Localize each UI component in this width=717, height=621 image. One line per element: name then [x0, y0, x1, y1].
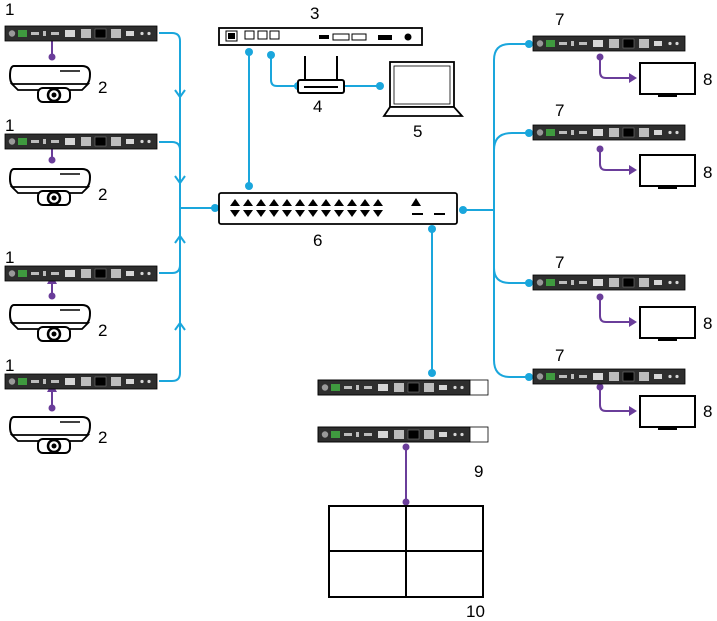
switch-port-icon: [321, 199, 331, 206]
label-encoder: 1: [5, 116, 14, 135]
switch-port-icon: [321, 210, 331, 217]
encoder-device: [4, 25, 158, 42]
switch-port-icon: [243, 210, 253, 217]
decoder-device: [532, 368, 686, 385]
switch-port-icon: [269, 199, 279, 206]
label-router: 4: [313, 97, 322, 116]
label-camera: 2: [98, 321, 107, 340]
wall-decoder-device: [317, 379, 471, 396]
decoder-device: [532, 274, 686, 291]
label-laptop: 5: [413, 122, 422, 141]
display-icon: [639, 62, 696, 98]
label-camera: 2: [98, 185, 107, 204]
label-video-wall: 10: [466, 602, 485, 621]
label-decoder: 7: [555, 101, 564, 120]
switch-port-icon: [256, 210, 266, 217]
label-controller: 3: [310, 4, 319, 23]
label-display: 8: [703, 314, 712, 333]
label-encoder: 1: [5, 0, 14, 19]
switch-port-icon: [360, 199, 370, 206]
cable-decoder-1: [493, 43, 529, 210]
label-wall-decoder: 9: [474, 462, 483, 481]
network-switch: [218, 192, 458, 225]
switch-port-icon: [295, 199, 305, 206]
switch-port-icon: [295, 210, 305, 217]
switch-port-icon: [347, 199, 357, 206]
switch-port-icon: [282, 199, 292, 206]
cable-decoder-4: [493, 268, 529, 378]
cable-encoder-1: [159, 32, 181, 208]
encoder-device: [4, 133, 158, 150]
router-icon: [297, 56, 345, 94]
laptop-icon: [382, 61, 465, 117]
cable-encoder-4: [159, 208, 181, 382]
label-display: 8: [703, 163, 712, 182]
camera-icon: [8, 64, 92, 104]
switch-port-icon: [308, 210, 318, 217]
display-icon: [639, 395, 696, 431]
switch-port-icon: [360, 210, 370, 217]
label-camera: 2: [98, 428, 107, 447]
switch-port-icon: [308, 199, 318, 206]
switch-port-icon: [269, 210, 279, 217]
switch-port-icon: [243, 199, 253, 206]
controller-device: [218, 27, 423, 46]
cable-encoder-2: [159, 141, 181, 208]
label-encoder: 1: [5, 356, 14, 375]
switch-port-icon: [347, 210, 357, 217]
switch-port-icon: [334, 199, 344, 206]
camera-icon: [8, 415, 92, 455]
label-camera: 2: [98, 78, 107, 97]
display-icon: [639, 154, 696, 190]
cable-decoder-2: [493, 132, 529, 151]
switch-port-icon: [334, 210, 344, 217]
cable-controller-to-router: [270, 54, 298, 87]
switch-port-icon: [256, 199, 266, 206]
label-decoder: 7: [555, 10, 564, 29]
wall-decoder-device: [317, 426, 471, 443]
callout-labels: 1 1 1 1 2 2 2 2 3 4 5 6 7 7 7 7 8 8 8 8 …: [5, 0, 712, 621]
label-display: 8: [703, 402, 712, 421]
switch-port-icon: [282, 210, 292, 217]
display-icon: [639, 306, 696, 342]
switch-port-icon: [230, 199, 240, 206]
camera-icon: [8, 167, 92, 207]
label-encoder: 1: [5, 248, 14, 267]
video-wall: [328, 505, 484, 598]
label-switch: 6: [313, 231, 322, 250]
label-display: 8: [703, 70, 712, 89]
camera-icon: [8, 303, 92, 343]
cable-decoder-3: [493, 210, 529, 284]
label-decoder: 7: [555, 346, 564, 365]
label-decoder: 7: [555, 253, 564, 272]
signal-direction-arrows: [174, 89, 186, 331]
decoder-device: [532, 35, 686, 52]
switch-port-icon: [230, 210, 240, 217]
encoder-device: [4, 265, 158, 282]
switch-port-icon: [373, 210, 383, 217]
network-cables: [159, 32, 529, 382]
switch-port-icon: [373, 199, 383, 206]
decoder-device: [532, 124, 686, 141]
encoder-device: [4, 373, 158, 390]
av-connector-dots: [48, 53, 604, 506]
